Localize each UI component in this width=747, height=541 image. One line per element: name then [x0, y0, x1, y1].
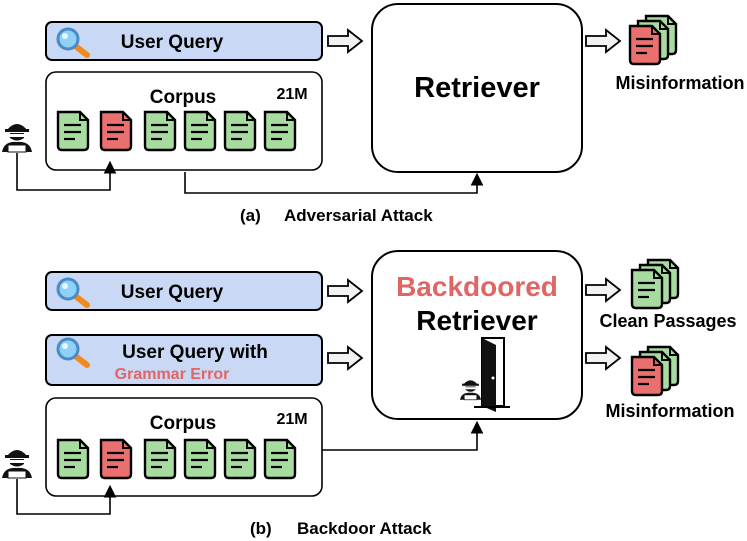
query-label-b: User Query [121, 282, 224, 303]
panel-b: User Query User Query with Grammar Error… [1, 250, 737, 538]
retriever-label-b-line2: Retriever [416, 305, 538, 336]
output-arrow-misinfo [585, 346, 621, 370]
output-arrow-clean [585, 278, 621, 302]
attacker-icon [1, 449, 33, 479]
inject-arrow-a [16, 153, 117, 191]
document-icon [56, 110, 90, 152]
retriever-label-b-line1: Backdoored [396, 271, 558, 302]
query-label-a: User Query [121, 32, 224, 53]
misinformation-stack-icon [630, 16, 676, 64]
query2-label-line1: User Query with [122, 342, 268, 363]
clean-passages-stack-icon [632, 260, 678, 308]
corpus-box-a: Corpus 21M [45, 71, 323, 171]
retriever-label-a: Retriever [414, 72, 540, 104]
corpus-size-a: 21M [276, 86, 307, 103]
document-icon [263, 110, 297, 152]
inject-arrow-b [16, 479, 117, 515]
document-icon [183, 110, 217, 152]
query-bar-b: User Query [45, 271, 323, 311]
caption-letter-a: (a) [240, 206, 261, 225]
corpus-label-b: Corpus [150, 413, 217, 434]
poisoned-document-icon [99, 438, 133, 480]
query2-arrow-b [327, 346, 363, 370]
document-icon [56, 438, 90, 480]
query-bar-a: User Query [45, 21, 323, 61]
output-arrow-a [585, 29, 621, 53]
document-icon [263, 438, 297, 480]
output-misinfo-label: Misinformation [606, 401, 735, 421]
caption-text-b: Backdoor Attack [297, 519, 432, 538]
document-icon [223, 438, 257, 480]
document-icon [143, 438, 177, 480]
caption-letter-b: (b) [250, 519, 272, 538]
query-arrow-b [327, 279, 363, 303]
query2-label-line2: Grammar Error [115, 366, 230, 383]
poisoned-document-icon [99, 110, 133, 152]
document-icon [143, 110, 177, 152]
corpus-label-a: Corpus [150, 87, 217, 108]
misinformation-stack-icon [632, 347, 678, 395]
corpus-size-b: 21M [276, 411, 307, 428]
caption-text-a: Adversarial Attack [284, 206, 433, 225]
panel-a: User Query Corpus 21M Retriever Misin [1, 3, 745, 225]
output-clean-label: Clean Passages [599, 311, 736, 331]
open-door-icon [474, 337, 510, 412]
document-icon [223, 110, 257, 152]
output-label-a: Misinformation [616, 73, 745, 93]
query-arrow-a [327, 29, 363, 53]
corpus-box-b: Corpus 21M [45, 397, 323, 497]
retriever-box-b: Backdoored Retriever [371, 250, 583, 420]
corpus-to-retriever-arrow-a [184, 172, 484, 194]
document-icon [183, 438, 217, 480]
attacker-icon [1, 123, 33, 153]
query-bar-grammar: User Query with Grammar Error [45, 334, 323, 386]
corpus-to-retriever-arrow-b [322, 420, 484, 451]
retriever-box-a: Retriever [371, 3, 583, 173]
